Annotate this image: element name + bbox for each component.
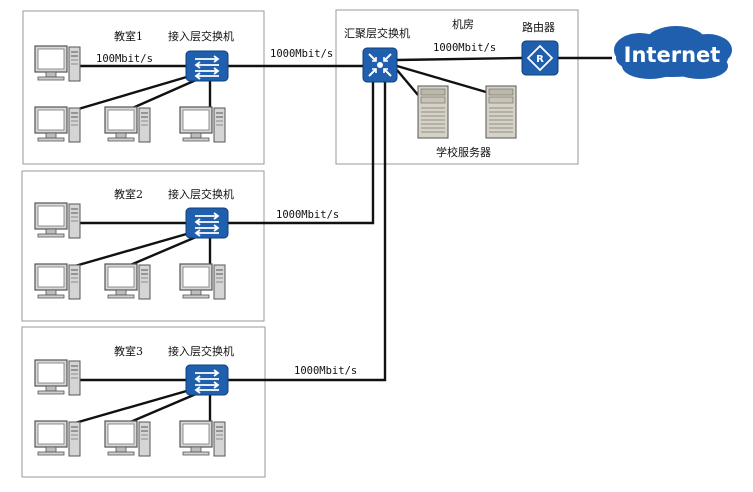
core-server2-link — [396, 64, 487, 94]
link-lines — [74, 56, 612, 425]
cr3-pc-mid-link — [127, 392, 197, 425]
classroom-2-switch-label: 接入层交换机 — [168, 187, 234, 201]
classroom-2-name: 教室2 — [114, 187, 143, 201]
cr2-uplink — [228, 82, 375, 225]
machine-room-title: 机房 — [452, 17, 474, 31]
classroom-1-name: 教室1 — [114, 29, 143, 43]
machine-room-frame — [335, 9, 579, 165]
classroom-1-switch-icon — [185, 50, 229, 82]
classroom-1-switch-label: 接入层交换机 — [168, 29, 234, 43]
router-icon — [521, 40, 559, 76]
classroom-3-pc-icon-mid — [104, 420, 151, 457]
server-icon-2 — [485, 85, 517, 139]
classroom-1-frame — [22, 10, 265, 165]
internet-label: Internet — [624, 43, 721, 67]
classroom-1-uplink-speed: 1000Mbit/s — [270, 48, 333, 60]
cr1-pc-left-link — [74, 74, 191, 112]
cr3-pc-left-link — [74, 388, 191, 425]
classroom-1-pc-icon-left — [34, 106, 81, 143]
core-switch-icon — [362, 47, 398, 83]
classroom-3-frame — [21, 326, 266, 478]
core-switch-label: 汇聚层交换机 — [344, 26, 410, 40]
classroom-3-name: 教室3 — [114, 344, 143, 358]
classroom-1-pc-icon-top — [34, 45, 81, 82]
classroom-2-pc-icon-left — [34, 263, 81, 300]
cr3-uplink — [228, 82, 387, 382]
classroom-2-uplink-speed: 1000Mbit/s — [276, 209, 339, 221]
servers-label: 学校服务器 — [436, 145, 491, 159]
classroom-3-pc-icon-right — [179, 420, 226, 457]
classroom-2-pc-icon-right — [179, 263, 226, 300]
classroom-2-frame — [21, 170, 265, 322]
classroom-3-switch-label: 接入层交换机 — [168, 344, 234, 358]
classroom-2-switch-icon — [185, 207, 229, 239]
classroom-1-pc-icon-right — [179, 106, 226, 143]
server-icon-1 — [417, 85, 449, 139]
classroom-2-pc-icon-mid — [104, 263, 151, 300]
internet-cloud-icon — [614, 26, 732, 79]
classroom-3-pc-icon-left — [34, 420, 81, 457]
core-router-link — [396, 56, 523, 62]
classroom-1-pc-link-speed: 100Mbit/s — [96, 53, 153, 65]
router-label: 路由器 — [522, 20, 555, 34]
router-link-speed: 1000Mbit/s — [433, 42, 496, 54]
cr2-pc-mid-link — [127, 235, 197, 268]
classroom-3-pc-icon-top — [34, 359, 81, 396]
classroom-3-switch-icon — [185, 364, 229, 396]
classroom-2-pc-icon-top — [34, 202, 81, 239]
cr2-pc-left-link — [74, 231, 191, 268]
cr1-pc-mid-link — [127, 78, 197, 112]
classroom-1-pc-icon-mid — [104, 106, 151, 143]
core-server1-link — [396, 69, 419, 96]
classroom-3-uplink-speed: 1000Mbit/s — [294, 365, 357, 377]
